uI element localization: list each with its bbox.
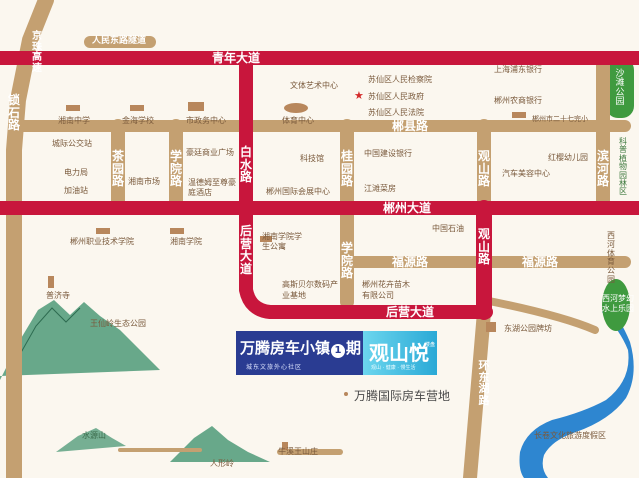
poi-wangxian: 王仙岭生态公园 xyxy=(90,319,146,328)
poi-kejiguan: 科技馆 xyxy=(300,154,324,163)
poi-nongshang: 郴州农商银行 xyxy=(494,96,542,105)
brand-subtitle: 城东文旅外心社区 xyxy=(246,364,303,371)
poi-jianshe: 中国建设银行 xyxy=(364,149,412,158)
xihe-park-green xyxy=(602,279,630,331)
road-label-jingzhu: 京珠高速 xyxy=(32,31,42,74)
road-label-renmin-tunnel: 人民东路隧道 xyxy=(92,36,147,46)
poi-wenchang: 温德姆至尊豪庭酒店 xyxy=(188,178,236,198)
poi-xiangnan-college: 湘南学院 xyxy=(170,237,202,246)
road-label-fuyuan-right: 福源路 xyxy=(522,255,559,269)
poi-dongtang: 东湖公园牌坊 xyxy=(504,324,552,333)
poi-shuiyuan: 水源山 xyxy=(82,431,106,440)
poi-xiangnan-shi: 湘南市场 xyxy=(128,177,160,186)
camp-label: 万腾国际房车营地 xyxy=(354,389,451,403)
poi-huahui: 郴州花卉苗木有限公司 xyxy=(362,280,410,300)
poi-jinhai: 金海学校 xyxy=(122,116,154,125)
poi-hongying: 红樱幼儿园 xyxy=(548,153,588,162)
poi-gaosi: 高斯贝尔数码产业基地 xyxy=(282,280,338,300)
road-label-xueyuan-bottom: 学院路 xyxy=(340,241,353,281)
poi-tiyu: 体育中心 xyxy=(282,116,314,125)
road-label-huandong: 环东湖路 xyxy=(478,359,490,407)
river xyxy=(519,306,634,478)
mountain-mid xyxy=(56,428,126,452)
poi-dianli: 电力局 xyxy=(64,168,88,177)
poi-ershiqi: 郴州市二十七完小 xyxy=(532,115,588,123)
road-label-suoshi: 锁石路 xyxy=(7,93,20,133)
poi-xiangnan-apt: 湘南学院学生公寓 xyxy=(262,232,302,252)
poi-xihu: 西河梦幻水上乐园 xyxy=(602,294,634,314)
poi-wenyi: 文体艺术中心 xyxy=(290,81,338,90)
poi-jiangcheng: 江滩菜房 xyxy=(364,184,396,193)
road-label-guanshan-top: 观山路 xyxy=(477,149,490,189)
poi-jiayou: 加油站 xyxy=(64,186,88,195)
poi-keji-park: 科普植物园林区 xyxy=(619,137,627,197)
poi-shatan: 沙滩公园 xyxy=(615,69,625,108)
road-label-chenxian: 郴县路 xyxy=(392,119,429,133)
road-label-chayuan: 茶园路 xyxy=(111,149,124,189)
road-label-houying: 后营大道 xyxy=(386,305,435,319)
road-label-guanshan-red: 观山路 xyxy=(477,227,490,267)
camp-marker-icon xyxy=(344,392,348,396)
poi-jianchayuan: 苏仙区人民检察院 xyxy=(368,75,432,84)
government-star-icon: ★ xyxy=(354,89,364,102)
road-label-xueyuan-top: 学院路 xyxy=(169,149,182,189)
road-label-qingnian: 青年大道 xyxy=(212,51,261,65)
poi-shizheng: 市政务中心 xyxy=(186,116,226,125)
poi-shanghai-bank: 上海浦东银行 xyxy=(494,65,542,74)
poi-shiyou: 中国石油 xyxy=(432,224,464,233)
poi-chengji: 城际公交站 xyxy=(52,139,92,148)
road-label-binhe: 滨河路 xyxy=(596,149,609,189)
poi-renxing: 人形岭 xyxy=(210,459,234,468)
road-label-guiyuan: 桂园路 xyxy=(340,149,353,189)
road-label-baishui: 白水路 xyxy=(239,145,252,185)
poi-changjuan: 长卷文化旅游度假区 xyxy=(534,431,606,440)
poi-huizhan: 郴州国际会展中心 xyxy=(266,187,330,196)
poi-xiangnan-middle: 湘南中学 xyxy=(58,116,90,125)
brand-guanshan-subtitle: 观山 · 健康 · 慢生活 xyxy=(371,365,416,371)
poi-zhengfu: 苏仙区人民政府 xyxy=(368,92,424,101)
poi-xihe-park: 西河体育公园 xyxy=(607,231,615,284)
poi-niuwang: 牛溪王山庄 xyxy=(278,447,318,456)
shatan-park xyxy=(606,58,634,118)
road-label-chenzhou: 郴州大道 xyxy=(383,201,432,215)
brand-guanshan-badge: 楼盘 xyxy=(425,342,436,348)
road-label-fuyuan-left: 福源路 xyxy=(392,255,429,269)
poi-puji: 普济寺 xyxy=(46,291,70,300)
brand-guanshan-title: 观山悦 xyxy=(369,341,429,365)
brand-banner-guanshan: 观山悦 楼盘 观山 · 健康 · 慢生活 xyxy=(363,331,437,375)
poi-meirong: 汽车美容中心 xyxy=(502,169,550,178)
poi-fayuan: 苏仙区人民法院 xyxy=(368,108,424,117)
mountain-large xyxy=(0,300,160,380)
poi-haoting: 豪廷商业广场 xyxy=(186,148,234,157)
poi-zhiye: 郴州职业技术学院 xyxy=(70,237,134,246)
mountain-small xyxy=(170,426,270,462)
road-label-houying-vertical: 后营大道 xyxy=(239,224,252,276)
